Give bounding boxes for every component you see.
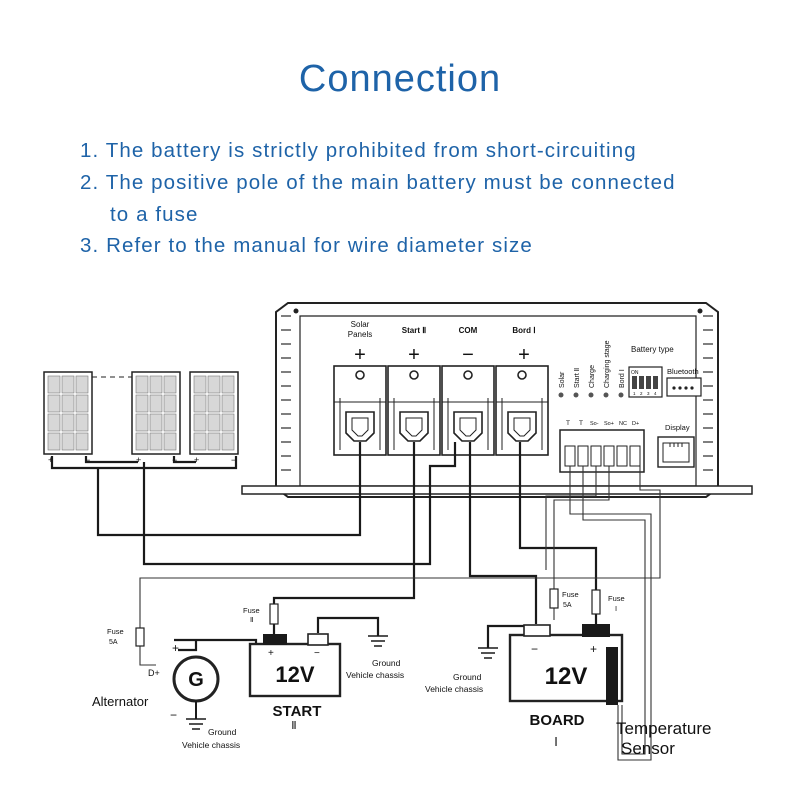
alternator-chassis-label: Vehicle chassis (182, 740, 240, 750)
terminal-label-start: Start Ⅱ (402, 326, 426, 335)
solar-sign: − (85, 455, 90, 465)
terminal-symbol-com: − (462, 344, 474, 366)
ground-start (368, 635, 388, 647)
board-battery (508, 624, 624, 703)
terminal-label-solar: Solar (351, 320, 370, 329)
terminal-symbol-solar: + (354, 344, 366, 366)
start-battery-numeral: Ⅱ (291, 720, 296, 732)
fuse-alternator (135, 627, 145, 647)
alternator: G (172, 655, 220, 703)
board-battery-name: BOARD (530, 712, 585, 729)
alternator-plus: + (172, 641, 179, 655)
signal-wiring (139, 466, 661, 761)
led-label-charging-stage: Charging stage (604, 340, 611, 388)
terminal-label-bord: Bord Ⅰ (512, 326, 535, 335)
dip-number: 4 (654, 391, 657, 396)
bluetooth-label: Bluetooth (667, 367, 699, 376)
led-label-solar: Solar (559, 371, 566, 388)
rule-3: 3. Refer to the manual for wire diameter… (80, 234, 533, 257)
pin-label-dplus: D+ (632, 421, 639, 427)
alternator-dplus: D+ (148, 668, 160, 678)
solar-sign: + (136, 455, 141, 465)
pin-label-t1: T (566, 420, 570, 427)
battery-type-label: Battery type (631, 345, 674, 354)
solar-panel-1 (43, 371, 93, 455)
led-charging-stage (603, 392, 609, 398)
ground-alternator (186, 701, 206, 730)
pin-label-t2: T (579, 420, 583, 427)
sensor-pin-block (559, 429, 645, 473)
solar-sign: − (231, 455, 236, 465)
solar-panel-2 (131, 371, 181, 455)
fuse-board-5a-label: Fuse (562, 590, 579, 599)
board-battery-minus: − (531, 642, 538, 656)
page-title: Connection (298, 58, 502, 100)
fuse-board-5a (549, 588, 559, 609)
board-battery-voltage: 12V (545, 663, 588, 690)
alternator-ground-label: Ground (208, 727, 237, 737)
led-bord (618, 392, 624, 398)
terminal-symbol-bord: + (518, 344, 530, 366)
alternator-symbol: G (188, 669, 204, 691)
solar-sign: + (48, 455, 53, 465)
led-label-start: Start Ⅱ (574, 368, 581, 388)
pin-label-so-plus: So+ (604, 421, 614, 427)
rule-2-continued: to a fuse (110, 203, 199, 226)
led-label-charge: Charge (589, 365, 596, 388)
led-solar (558, 392, 564, 398)
start-battery-minus: − (314, 648, 320, 659)
terminal-block-com (441, 365, 495, 456)
start-battery-plus: + (268, 648, 274, 659)
fuse-board-5a-rating: 5A (563, 602, 572, 609)
start-battery (248, 633, 342, 698)
dip-on-label: ON (631, 370, 639, 376)
dip-number: 1 (633, 391, 636, 396)
alternator-label: Alternator (92, 694, 149, 709)
fuse-start-label: Fuse (243, 606, 260, 615)
fuse-alternator-label: Fuse (107, 627, 124, 636)
led-label-bord: Bord Ⅰ (619, 369, 626, 388)
start-ground-label: Ground (372, 658, 401, 668)
temperature-sensor-label: Temperature (616, 719, 711, 738)
fuse-board-numeral: Ⅰ (615, 606, 617, 613)
board-battery-numeral: Ⅰ (554, 735, 558, 749)
rule-2: 2. The positive pole of the main battery… (80, 171, 676, 194)
fuse-board (591, 589, 601, 615)
terminal-label-com: COM (459, 326, 478, 335)
solar-sign: + (194, 455, 199, 465)
terminal-block-solar (333, 365, 387, 456)
bluetooth-port[interactable] (666, 377, 702, 397)
pin-label-nc: NC (619, 421, 627, 427)
start-chassis-label: Vehicle chassis (346, 670, 404, 680)
display-port[interactable] (657, 436, 695, 468)
board-battery-plus: + (590, 642, 597, 656)
led-charge (588, 392, 594, 398)
pin-label-so-minus: So- (590, 421, 599, 427)
terminal-block-bord (495, 365, 549, 456)
display-label: Display (665, 423, 690, 432)
board-ground-label: Ground (453, 672, 482, 682)
alternator-minus: − (170, 708, 177, 722)
temperature-sensor-label-2: Sensor (621, 739, 675, 758)
terminal-block-start (387, 365, 441, 456)
terminal-symbol-start: + (408, 344, 420, 366)
solar-panel-3 (189, 371, 239, 455)
start-battery-name: START (273, 703, 322, 720)
start-battery-voltage: 12V (275, 662, 314, 687)
fuse-board-label: Fuse (608, 594, 625, 603)
battery-type-dip-switch[interactable]: ON 1 2 3 4 (628, 366, 663, 398)
fuse-start-numeral: Ⅱ (250, 617, 253, 624)
led-start (573, 392, 579, 398)
fuse-alternator-rating: 5A (109, 639, 118, 646)
dip-number: 3 (647, 391, 650, 396)
temperature-sensor (606, 647, 618, 705)
dip-number: 2 (640, 391, 643, 396)
board-chassis-label: Vehicle chassis (425, 684, 483, 694)
rule-1: 1. The battery is strictly prohibited fr… (80, 139, 637, 162)
fuse-start (269, 603, 279, 625)
terminal-label-solar-2: Panels (348, 330, 372, 339)
ground-board (478, 647, 498, 659)
